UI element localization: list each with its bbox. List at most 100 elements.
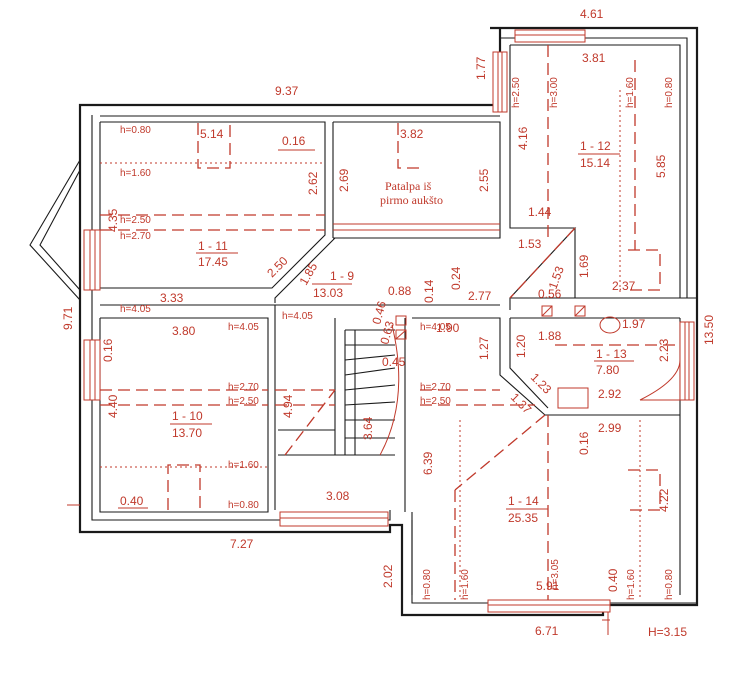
h-r12-1: h=3.00 — [549, 77, 560, 108]
dim-r12-2: 5.85 — [654, 154, 668, 178]
dim-r10-1: 0.16 — [101, 338, 115, 362]
room-1-10-area: 13.70 — [172, 426, 202, 440]
dim-r9-3: 2.77 — [468, 289, 492, 303]
dim-r13-2: 1.90 — [436, 321, 460, 335]
dim-r9-4: 0.56 — [538, 287, 562, 301]
room-labels: 1 - 11 17.45 1 - 9 13.03 1 - 12 15.14 1 … — [170, 139, 634, 525]
dim-r13-7: 2.23 — [657, 338, 671, 362]
height-total: H=3.15 — [648, 625, 687, 639]
dim-top-right: 4.61 — [580, 7, 604, 21]
dim-r13-3: 1.27 — [477, 336, 491, 360]
room-note-line2: pirmo aukšto — [380, 193, 443, 207]
dim-r12-4: 1.53 — [518, 237, 542, 251]
windows — [83, 29, 695, 613]
dim-r11-1: 0.16 — [282, 134, 306, 148]
bay-window — [29, 159, 81, 301]
dim-r11-5: 2.50 — [264, 253, 291, 280]
heights-room-1-10: h=4.05 h=2.70 h=2.50 h=1.60 h=0.80 — [228, 322, 259, 511]
h-r11-3: h=2.70 — [120, 231, 151, 242]
dims-room-note: 3.82 2.69 2.55 — [337, 127, 491, 192]
dim-r11-0: 5.14 — [200, 127, 224, 141]
h-r11-1: h=1.60 — [120, 168, 151, 179]
h-r10-0: h=4.05 — [228, 322, 259, 333]
h-r14-0: h=2.70 — [420, 382, 451, 393]
dim-r9-10: 3.08 — [326, 489, 350, 503]
dim-r11-6: 1.85 — [296, 260, 320, 288]
dim-r13-8: 2.92 — [598, 387, 622, 401]
dim-r14-2: 4.22 — [657, 488, 671, 512]
h-r11-4: h=4.05 — [120, 304, 151, 315]
dim-r9-7: 0.45 — [382, 355, 406, 369]
h-r14-1: h=2.50 — [420, 396, 451, 407]
h-r9-1: h=4.05 — [420, 322, 451, 333]
dim-bottom-right: 6.71 — [535, 624, 559, 638]
dim-bottom-left: 7.27 — [230, 537, 254, 551]
dim-r14-5: 0.40 — [606, 568, 620, 592]
dim-bottom-step: 2.02 — [381, 564, 395, 588]
dim-r11-3: 4.35 — [106, 208, 120, 232]
h-r14-2: h=0.80 — [422, 569, 433, 600]
h-r12-2: h=1.60 — [625, 77, 636, 108]
dim-r12-1: 4.16 — [516, 126, 530, 150]
dim-top-left: 9.37 — [275, 84, 299, 98]
dim-r9-8: 4.94 — [281, 394, 295, 418]
heights-room-1-9: h=4.05 h=4.05 — [282, 311, 451, 333]
dims-room-1-12: 3.81 4.16 5.85 1.44 1.53 1.53 1.69 2.37 — [516, 51, 668, 293]
room-1-10-number: 1 - 10 — [172, 409, 203, 423]
room-1-9-area: 13.03 — [313, 286, 343, 300]
staircase — [278, 315, 407, 456]
dim-r13-5: 1.23 — [528, 370, 555, 397]
dim-r11-2: 2.62 — [306, 171, 320, 195]
dim-r9-5: 0.46 — [369, 299, 389, 325]
room-1-14-area: 25.35 — [508, 511, 538, 525]
dim-note-2: 2.55 — [477, 168, 491, 192]
dim-r12-7: 2.37 — [612, 279, 636, 293]
dim-ticks — [67, 504, 610, 635]
room-note-line1: Patalpa iš — [385, 179, 432, 193]
h-r12-3: h=0.80 — [664, 77, 675, 108]
room-1-13-number: 1 - 13 — [596, 347, 627, 361]
dim-r14-4: 5.91 — [536, 579, 560, 593]
outer-dimensions: 4.61 9.37 1.77 9.71 13.50 7.27 2.02 6.71… — [61, 7, 716, 639]
dim-r14-0: 2.99 — [598, 421, 622, 435]
h-r14-5: h=1.60 — [626, 569, 637, 600]
room-1-11-number: 1 - 11 — [198, 239, 228, 253]
dim-r10-0: 3.80 — [172, 324, 196, 338]
dim-r14-3: 6.39 — [421, 451, 435, 475]
heights-room-1-12: h=2.50 h=3.00 h=1.60 h=0.80 — [511, 77, 675, 108]
h-r9-0: h=4.05 — [282, 311, 313, 322]
dim-r9-1: 0.14 — [422, 279, 436, 303]
dim-right: 13.50 — [702, 315, 716, 345]
h-r11-2: h=2.50 — [120, 215, 151, 226]
projection-lines — [100, 45, 681, 600]
dim-note-1: 2.69 — [337, 168, 351, 192]
room-1-12-number: 1 - 12 — [580, 139, 611, 153]
room-1-12-area: 15.14 — [580, 156, 610, 170]
h-r14-4: h=3.05 — [550, 559, 561, 590]
dim-left: 9.71 — [61, 306, 75, 330]
dim-r9-2: 0.24 — [449, 266, 463, 290]
h-r10-1: h=2.70 — [228, 382, 259, 393]
dim-r13-6: 1.37 — [508, 390, 535, 417]
dim-r9-0: 0.88 — [388, 284, 412, 298]
dim-r10-2: 4.40 — [106, 394, 120, 418]
dim-r9-6: 0.63 — [377, 319, 397, 345]
dim-r12-6: 1.69 — [577, 254, 591, 278]
dims-room-1-14: 2.99 0.16 4.22 6.39 5.91 0.40 — [421, 421, 671, 593]
dim-r13-4: 1.20 — [514, 334, 528, 358]
dims-room-1-10: 3.80 0.16 4.40 0.40 — [101, 324, 196, 509]
h-r10-3: h=1.60 — [228, 460, 259, 471]
room-1-9-number: 1 - 9 — [330, 269, 354, 283]
h-r10-4: h=0.80 — [228, 500, 259, 511]
room-1-14-number: 1 - 14 — [508, 494, 539, 508]
dim-r12-0: 3.81 — [582, 51, 606, 65]
room-1-13-area: 7.80 — [596, 363, 620, 377]
h-r10-2: h=2.50 — [228, 396, 259, 407]
h-r11-0: h=0.80 — [120, 125, 151, 136]
dim-r11-4: 3.33 — [160, 291, 184, 305]
h-r14-6: h=0.80 — [664, 569, 675, 600]
dim-r10-3: 0.40 — [120, 494, 144, 508]
dim-upper-left-wall: 1.77 — [474, 56, 488, 80]
dim-r9-9: 3.64 — [361, 416, 375, 440]
heights-room-1-14: h=2.70 h=2.50 h=0.80 h=1.60 h=3.05 h=1.6… — [420, 382, 675, 600]
